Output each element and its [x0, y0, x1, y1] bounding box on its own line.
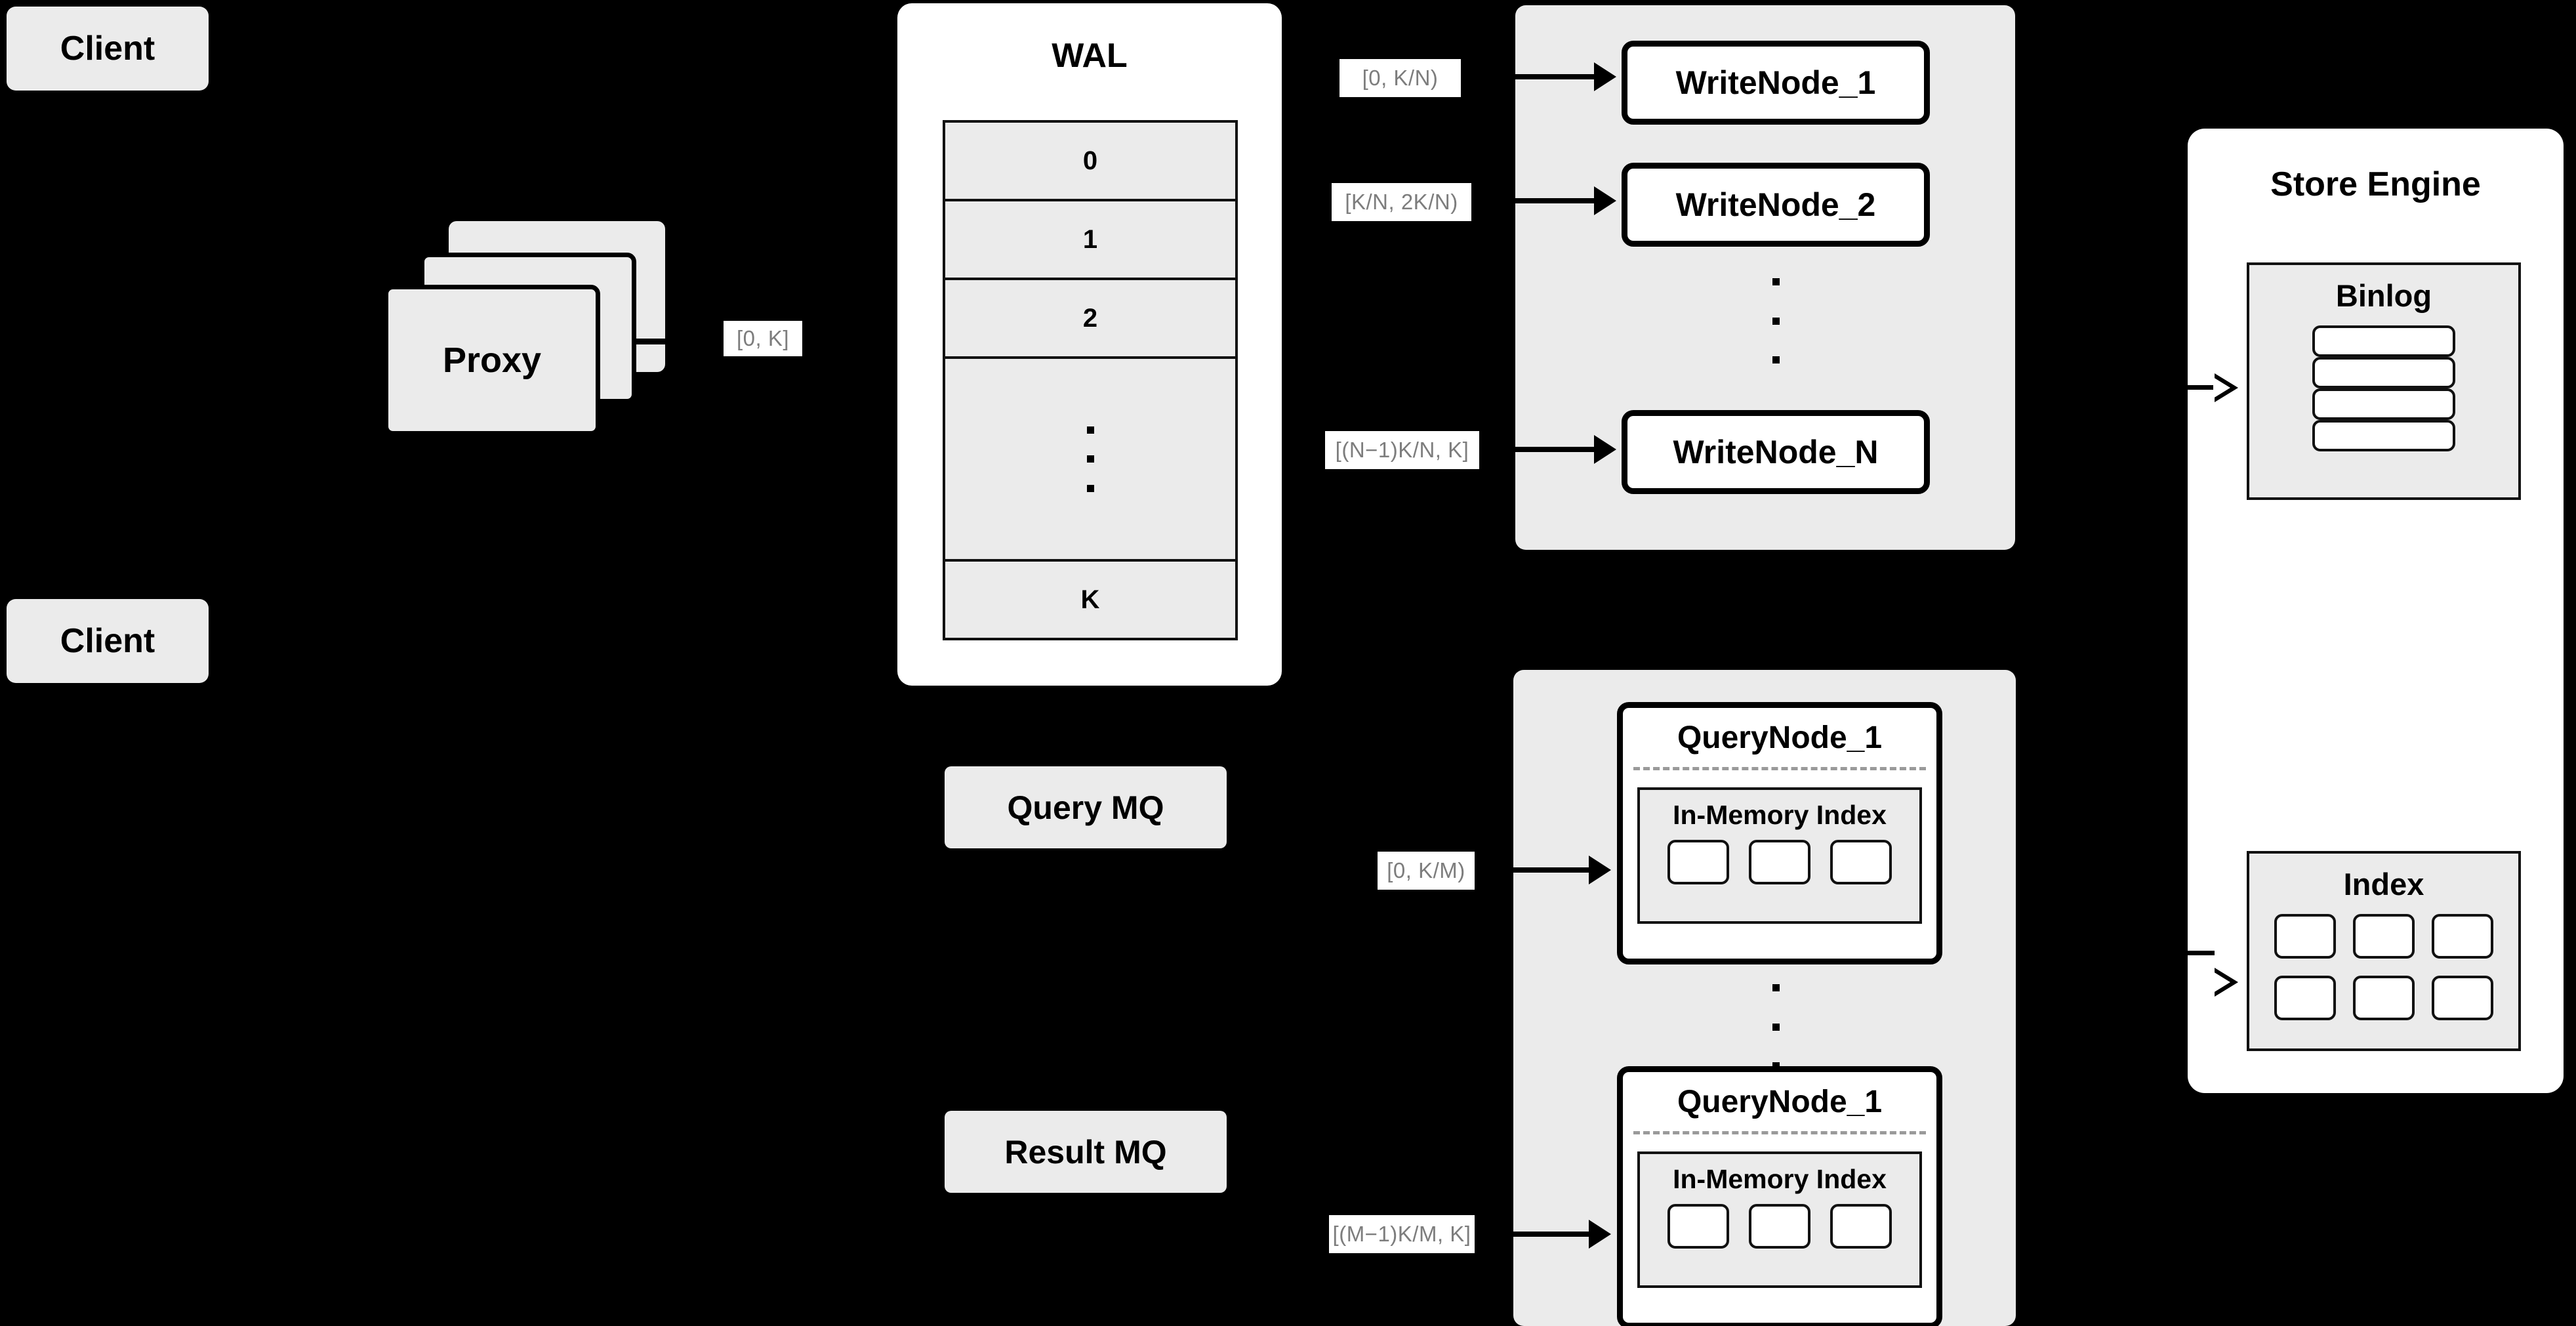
write-node-n-range: [(N−1)K/N, K] [1325, 431, 1479, 469]
proxy-box[interactable]: Proxy [384, 285, 600, 436]
wal-title: WAL [897, 36, 1282, 75]
write-node-n-range-text: [(N−1)K/N, K] [1335, 438, 1469, 462]
proxy-to-wal-connector [635, 339, 672, 344]
wal-row-label-0: 0 [1082, 146, 1098, 175]
query-node-2-arrow-line [1501, 1232, 1589, 1237]
store-engine-title: Store Engine [2188, 164, 2564, 205]
binlog-arrow-head [2213, 373, 2238, 402]
query-node-1-segment[interactable] [1667, 840, 1729, 884]
write-node-2[interactable]: WriteNode_2 [1622, 163, 1930, 247]
index-arrow-head [2213, 968, 2238, 997]
query-node-2-title: QueryNode_1 [1623, 1072, 1936, 1131]
write-node-1-arrow-line [1500, 74, 1594, 79]
write-cluster-ellipsis [1771, 278, 1780, 363]
query-node-2-inmemory-title: In-Memory Index [1640, 1154, 1919, 1204]
write-node-1-range: [0, K/N) [1339, 59, 1461, 97]
write-node-n-arrow-head [1594, 435, 1616, 464]
query-node-2-inmemory-label: In-Memory Index [1673, 1163, 1887, 1194]
query-node-1-inmemory-index: In-Memory Index [1637, 787, 1922, 924]
query-node-1-title: QueryNode_1 [1623, 708, 1936, 767]
client-box-2[interactable]: Client [7, 599, 209, 683]
proxy-range-label: [0, K] [724, 321, 802, 356]
index-cell[interactable] [2353, 914, 2415, 959]
binlog-title: Binlog [2249, 265, 2518, 325]
query-node-1-arrow-line [1501, 867, 1589, 873]
query-node-1-inmemory-title: In-Memory Index [1640, 790, 1919, 840]
client-label-2: Client [60, 622, 155, 660]
write-node-1[interactable]: WriteNode_1 [1622, 41, 1930, 125]
index-box: Index [2247, 851, 2521, 1051]
index-cell[interactable] [2432, 976, 2493, 1020]
wal-row-label-1: 1 [1082, 224, 1098, 254]
query-mq-box[interactable]: Query MQ [945, 766, 1227, 848]
wal-row-label-k: K [1080, 585, 1100, 614]
write-node-2-label: WriteNode_2 [1675, 186, 1876, 223]
wal-row-ellipsis [943, 356, 1238, 559]
wal-row-2[interactable]: 2 [943, 278, 1238, 356]
query-node-1-segment[interactable] [1749, 840, 1810, 884]
index-cell[interactable] [2432, 914, 2493, 959]
index-title-text: Index [2343, 866, 2424, 901]
query-cluster-ellipsis [1771, 984, 1780, 1069]
query-node-1-label: QueryNode_1 [1677, 720, 1883, 755]
binlog-row[interactable] [2312, 357, 2455, 388]
proxy-label: Proxy [442, 341, 542, 380]
write-node-2-arrow-head [1594, 186, 1616, 215]
query-node-1-range-text: [0, K/M) [1387, 858, 1465, 882]
write-node-n-arrow-line [1500, 447, 1594, 452]
proxy-range-text: [0, K] [736, 326, 790, 350]
query-node-2-label: QueryNode_1 [1677, 1084, 1883, 1119]
write-node-1-label: WriteNode_1 [1675, 64, 1876, 101]
query-node-1[interactable]: QueryNode_1 In-Memory Index [1617, 702, 1942, 964]
query-node-1-inmemory-label: In-Memory Index [1673, 799, 1887, 830]
query-node-1-segment[interactable] [1830, 840, 1892, 884]
binlog-arrow-line [2178, 385, 2215, 390]
query-node-2-segment[interactable] [1749, 1204, 1810, 1249]
query-node-1-divider [1633, 767, 1926, 770]
wal-ellipsis-dots [1086, 426, 1094, 492]
client-box-1[interactable]: Client [7, 7, 209, 91]
binlog-box: Binlog [2247, 262, 2521, 500]
wal-row-0[interactable]: 0 [943, 120, 1238, 199]
binlog-title-text: Binlog [2335, 278, 2432, 313]
index-cell[interactable] [2274, 976, 2336, 1020]
binlog-row[interactable] [2312, 388, 2455, 420]
write-node-n[interactable]: WriteNode_N [1622, 410, 1930, 494]
query-node-1-range: [0, K/M) [1378, 852, 1475, 890]
index-cell[interactable] [2353, 976, 2415, 1020]
write-node-1-arrow-head [1594, 62, 1616, 91]
index-arrow-line [2178, 951, 2215, 955]
query-node-2-inmemory-index: In-Memory Index [1637, 1151, 1922, 1288]
wal-rows: 0 1 2 K [943, 120, 1238, 640]
write-node-n-label: WriteNode_N [1673, 434, 1879, 470]
binlog-row[interactable] [2312, 420, 2455, 451]
wal-row-label-2: 2 [1082, 303, 1098, 333]
wal-title-text: WAL [1052, 37, 1128, 75]
query-mq-label: Query MQ [1007, 789, 1164, 826]
write-node-2-range: [K/N, 2K/N) [1332, 183, 1471, 221]
query-node-2-arrow-head [1589, 1220, 1611, 1249]
result-mq-label: Result MQ [1004, 1133, 1167, 1171]
query-node-2[interactable]: QueryNode_1 In-Memory Index [1617, 1066, 1942, 1326]
query-node-2-segment[interactable] [1667, 1204, 1729, 1249]
result-mq-box[interactable]: Result MQ [945, 1111, 1227, 1193]
query-node-2-segment[interactable] [1830, 1204, 1892, 1249]
wal-row-k[interactable]: K [943, 559, 1238, 640]
write-node-2-range-text: [K/N, 2K/N) [1345, 190, 1458, 214]
query-node-2-range-text: [(M−1)K/M, K] [1332, 1222, 1471, 1246]
store-engine-title-text: Store Engine [2270, 165, 2481, 203]
query-node-2-divider [1633, 1131, 1926, 1134]
index-cell[interactable] [2274, 914, 2336, 959]
write-node-2-arrow-line [1500, 198, 1594, 203]
query-node-1-arrow-head [1589, 856, 1611, 884]
client-label-1: Client [60, 30, 155, 68]
query-node-2-range: [(M−1)K/M, K] [1329, 1215, 1475, 1253]
write-node-1-range-text: [0, K/N) [1362, 66, 1439, 90]
wal-row-1[interactable]: 1 [943, 199, 1238, 278]
binlog-row[interactable] [2312, 325, 2455, 357]
index-title: Index [2249, 854, 2518, 914]
